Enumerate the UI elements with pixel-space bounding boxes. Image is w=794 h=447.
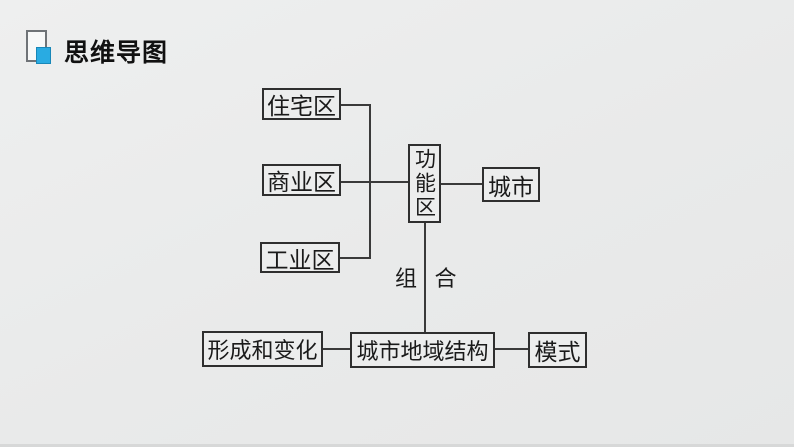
node-urban-regional-structure: 城市地域结构 <box>350 332 495 368</box>
node-formation-and-change: 形成和变化 <box>202 331 323 367</box>
connector-commercial-to-functional <box>341 181 408 183</box>
node-commercial-area: 商业区 <box>262 164 341 196</box>
connector-functional-to-city <box>441 183 482 185</box>
node-model: 模式 <box>528 332 587 368</box>
connector-industrial-to-trunk <box>340 257 371 259</box>
node-city: 城市 <box>482 167 540 202</box>
node-residential-area: 住宅区 <box>262 88 341 120</box>
connector-residential-to-trunk <box>341 104 371 106</box>
slide-bottom-edge <box>0 444 794 447</box>
document-icon <box>26 30 51 64</box>
accent-square-icon <box>36 47 51 64</box>
connector-formation-to-structure <box>323 348 350 350</box>
node-functional-zone: 功能区 <box>408 144 441 223</box>
node-industrial-area: 工业区 <box>260 242 340 273</box>
slide-header: 思维导图 <box>26 30 168 69</box>
edge-label-combination: 组 合 <box>395 266 457 291</box>
connector-functional-to-structure <box>424 223 426 332</box>
page-title: 思维导图 <box>64 39 169 67</box>
connector-structure-to-model <box>495 348 528 350</box>
